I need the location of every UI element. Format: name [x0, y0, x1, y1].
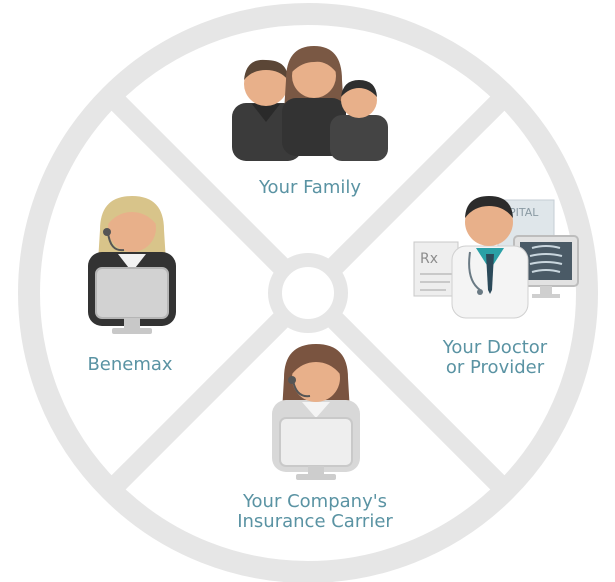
- carrier-label: Your Company's Insurance Carrier: [190, 492, 440, 532]
- benemax-label-text: Benemax: [87, 354, 173, 375]
- spoke-top-right: [326, 92, 509, 275]
- spoke-top-left: [107, 92, 290, 275]
- rx-sheet: [413, 241, 459, 297]
- wheel-outer-ring: [18, 3, 598, 582]
- doctor-label-line1: Your Doctor: [442, 337, 548, 358]
- benemax-agent-icon: [88, 196, 176, 334]
- family-icon: [232, 46, 388, 161]
- carrier-agent-icon: [272, 344, 360, 480]
- spoke-bottom-right: [326, 311, 509, 494]
- doctor-label: Your Doctor or Provider: [410, 338, 580, 378]
- carrier-label-line2: Insurance Carrier: [237, 511, 393, 532]
- family-label: Your Family: [210, 178, 410, 198]
- wheel-hub: [268, 253, 348, 333]
- doctor-label-line2: or Provider: [445, 357, 545, 378]
- wheel: [18, 3, 598, 582]
- wheel-spokes: [107, 92, 509, 494]
- doctor-scene-icon: SPITAL Rx: [413, 196, 579, 319]
- carrier-label-line1: Your Company's: [242, 491, 388, 512]
- family-label-text: Your Family: [258, 177, 362, 198]
- rx-text: Rx: [420, 251, 438, 267]
- benemax-label: Benemax: [60, 355, 200, 375]
- spoke-bottom-left: [107, 311, 290, 494]
